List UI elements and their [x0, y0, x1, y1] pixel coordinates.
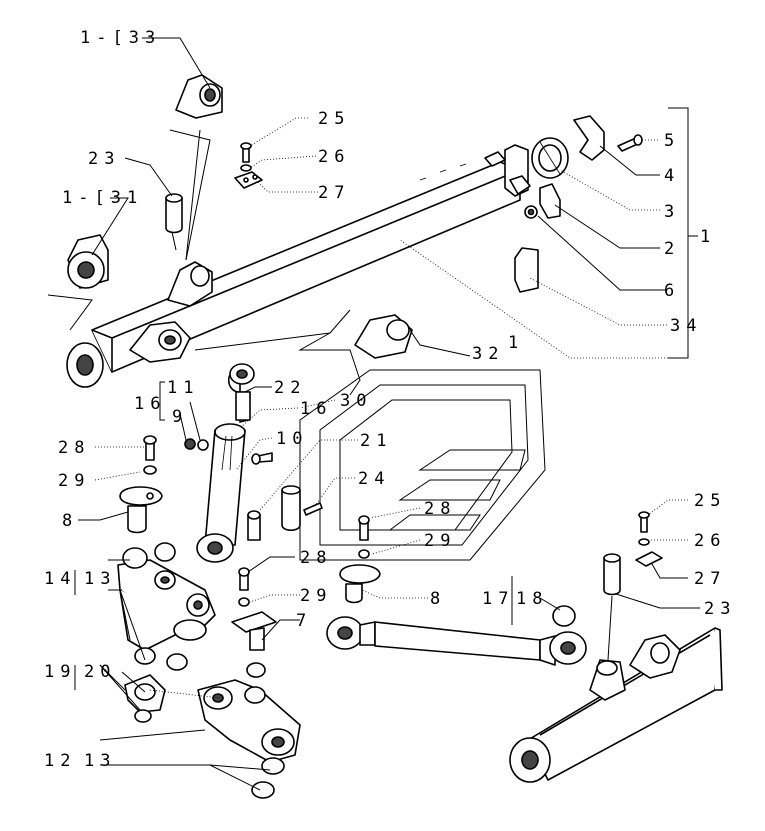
- label-8-right: 8: [430, 589, 446, 609]
- label-13-lower: 13: [84, 751, 116, 771]
- label-20: 20: [84, 662, 116, 682]
- label-23-right: 23: [704, 599, 736, 619]
- top-link-arm: [66, 144, 531, 388]
- label-18: 18: [516, 589, 548, 609]
- label-6: 6: [664, 281, 680, 301]
- parts-8-28-29-right: [339, 515, 381, 604]
- label-19: 19: [44, 662, 76, 682]
- leader-lines: [47, 37, 700, 791]
- left-link-19-20: [124, 674, 166, 723]
- part-labels: 1-[33 25 26 27 23 1-[31 5 4 3 2 1 6 34 3…: [44, 28, 736, 771]
- label-27-right: 27: [694, 569, 726, 589]
- label-21: 21: [360, 431, 392, 451]
- label-7: 7: [296, 611, 312, 631]
- label-4: 4: [664, 166, 680, 186]
- parts-8-28-29-left: [119, 435, 163, 534]
- right-lower-arm: [509, 627, 723, 783]
- label-32-1: 1: [508, 333, 524, 353]
- label-10: 10: [276, 429, 308, 449]
- parts-21-24-30: [247, 485, 323, 541]
- label-16-left: 16: [134, 394, 166, 414]
- part-31-bushing: [67, 234, 109, 289]
- label-28-right: 28: [424, 499, 456, 519]
- label-1-33: 1-[33: [80, 28, 161, 48]
- parts-23-25-26-27-right: [603, 511, 663, 596]
- label-32: 32: [472, 344, 504, 364]
- label-16-mid: 16: [300, 399, 332, 419]
- tractor-ghost-outline: [299, 369, 546, 561]
- label-13-upper: 13: [84, 569, 116, 589]
- lift-rod-22: [227, 363, 255, 423]
- label-9: 9: [172, 407, 188, 427]
- label-29-left: 29: [58, 471, 90, 491]
- parts-9-11: [184, 438, 273, 465]
- lower-bracket-12-13: [197, 679, 301, 799]
- label-24: 24: [358, 469, 390, 489]
- label-8-left: 8: [62, 511, 78, 531]
- label-25-right: 25: [694, 491, 726, 511]
- label-26-top: 26: [318, 147, 350, 167]
- turnbuckle-17-18: [326, 605, 587, 666]
- parts-2-3-4-5-6-34: [514, 115, 643, 293]
- label-2: 2: [664, 239, 680, 259]
- label-30: 30: [340, 391, 372, 411]
- label-29-center: 29: [300, 586, 332, 606]
- label-1: 1: [700, 227, 716, 247]
- label-27-top: 27: [318, 183, 350, 203]
- label-26-right: 26: [694, 531, 726, 551]
- label-22: 22: [274, 378, 306, 398]
- label-23-top: 23: [88, 149, 120, 169]
- label-1-31: 1-[31: [62, 188, 143, 208]
- part-23-pin: [165, 193, 183, 234]
- label-17: 17: [482, 589, 514, 609]
- label-5: 5: [664, 131, 680, 151]
- label-14: 14: [44, 569, 76, 589]
- label-12: 12: [44, 751, 76, 771]
- label-29-right: 29: [424, 531, 456, 551]
- left-lower-link-14-13: [117, 542, 216, 671]
- label-3: 3: [664, 202, 680, 222]
- hydraulic-cylinder-10: [196, 423, 246, 563]
- label-25-top: 25: [318, 109, 350, 129]
- label-34: 34: [670, 316, 702, 336]
- parts-7-28-29-center: [231, 567, 277, 678]
- part-33-bracket: [175, 74, 223, 119]
- parts-25-26-27-top: [234, 142, 263, 189]
- label-28-left: 28: [58, 438, 90, 458]
- label-11: 11: [167, 378, 199, 398]
- label-28-center: 28: [300, 548, 332, 568]
